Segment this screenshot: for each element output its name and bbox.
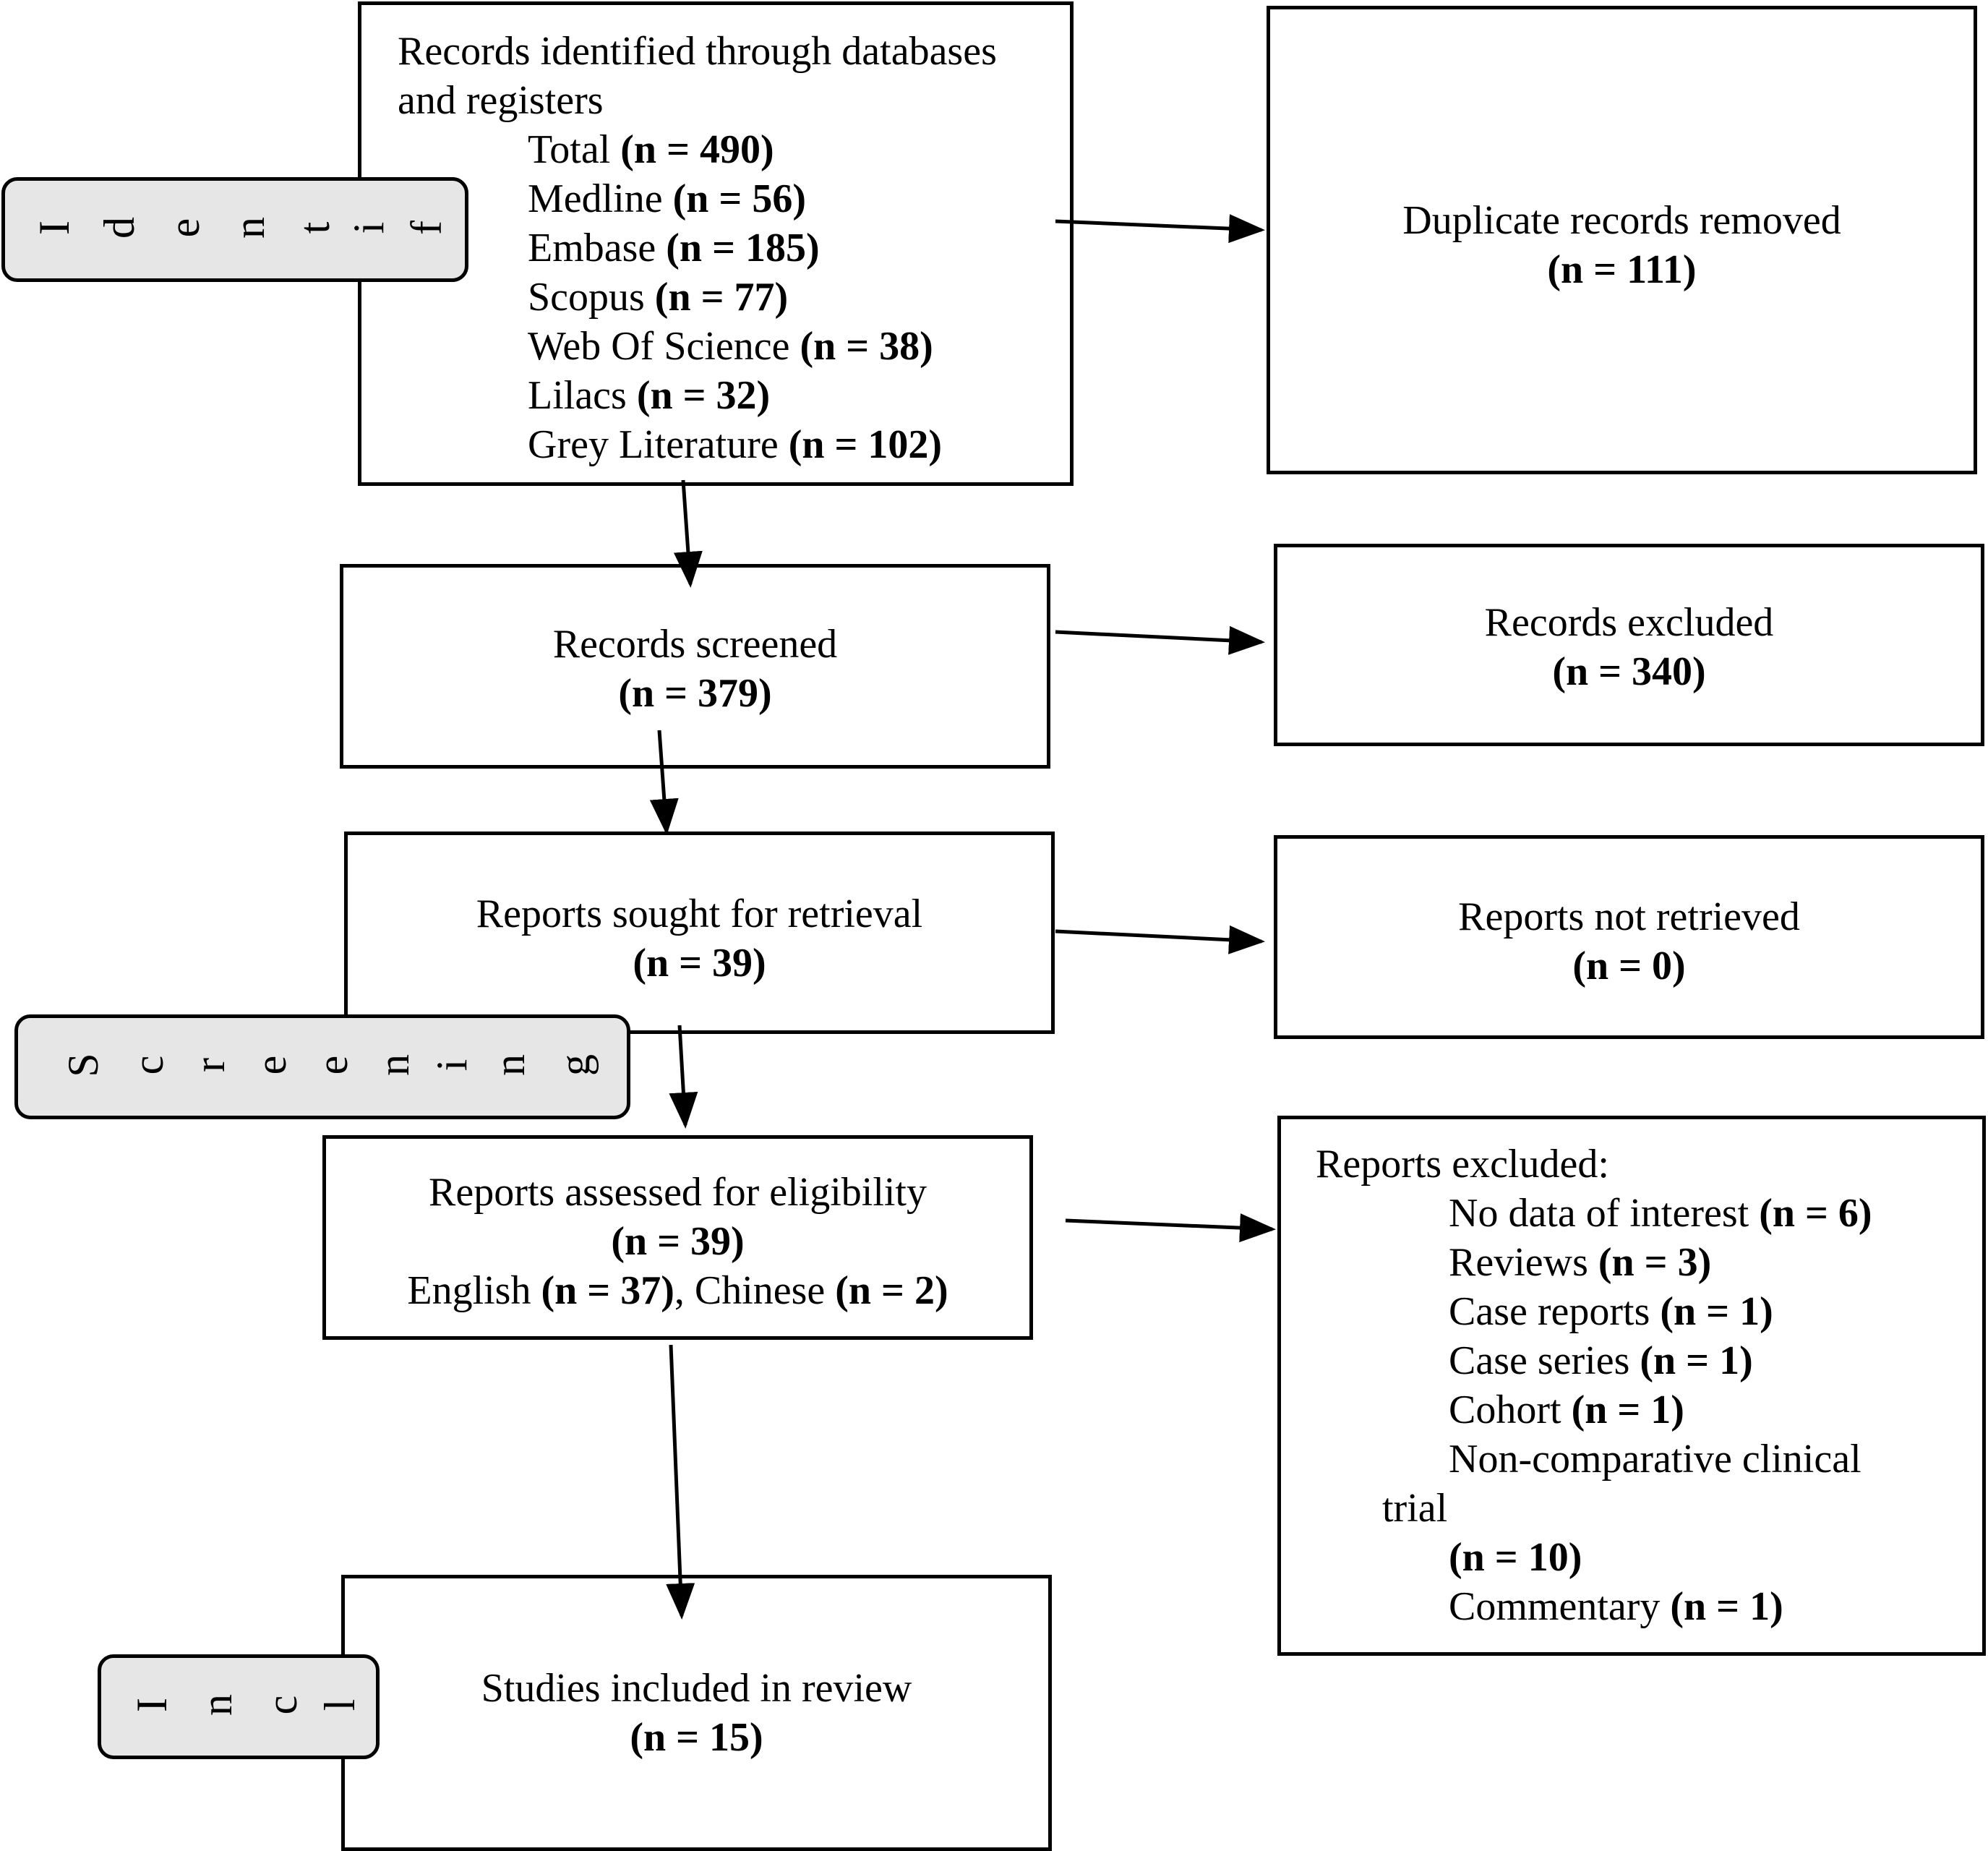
- duplicates-removed-count: (n = 111): [1547, 247, 1697, 292]
- source-medline: Medline (n = 56): [528, 176, 806, 221]
- phase-letter: i: [428, 1059, 476, 1072]
- phase-letter: t: [291, 221, 338, 234]
- exclusion-reason-list: No data of interest (n = 6) Reviews (n =…: [1449, 1189, 1872, 1484]
- phase-letter: n: [486, 1054, 534, 1076]
- arrow-sought-to-assessed: [669, 1025, 698, 1129]
- reports-assessed-count: (n = 39): [611, 1219, 745, 1264]
- phase-letter: i: [345, 221, 393, 234]
- phase-letter: e: [309, 1055, 356, 1075]
- records-identified-heading-line1: Records identified through databases: [398, 29, 997, 74]
- records-excluded-label: Records excluded: [1484, 600, 1774, 645]
- phase-letter: n: [226, 217, 273, 239]
- reason-reviews: Reviews (n = 3): [1449, 1240, 1712, 1285]
- reports-not-retrieved-label: Reports not retrieved: [1458, 894, 1800, 939]
- source-lilacs: Lilacs (n = 32): [528, 373, 771, 418]
- phase-letter: n: [370, 1054, 418, 1076]
- reports-excluded-box: Reports excluded: No data of interest (n…: [1277, 1116, 1986, 1656]
- reason-trial-line2: trial: [1382, 1486, 1448, 1531]
- source-grey-literature: Grey Literature (n = 102): [528, 422, 943, 467]
- source-embase: Embase (n = 185): [528, 226, 820, 270]
- phase-label-screening: [14, 1014, 630, 1119]
- phase-letter: n: [193, 1694, 241, 1716]
- arrow-identified-to-duplicates: [1055, 214, 1265, 244]
- studies-included-count: (n = 15): [630, 1715, 763, 1760]
- duplicates-removed-label: Duplicate records removed: [1402, 198, 1841, 243]
- records-identified-heading-line2: and registers: [398, 78, 604, 123]
- reports-not-retrieved-count: (n = 0): [1572, 944, 1686, 988]
- records-excluded-count: (n = 340): [1552, 649, 1706, 694]
- reason-trial-line1: Non-comparative clinical: [1449, 1437, 1861, 1482]
- records-identified-box: Records identified through databases and…: [358, 1, 1074, 486]
- phase-letter: c: [258, 1695, 306, 1715]
- phase-letter: e: [160, 218, 208, 238]
- reports-assessed-box: Reports assessed for eligibility (n = 39…: [322, 1135, 1033, 1340]
- phase-letter: I: [128, 1698, 176, 1712]
- records-screened-label: Records screened: [552, 622, 838, 667]
- reports-excluded-heading: Reports excluded:: [1316, 1142, 1609, 1187]
- arrow-sought-to-not-retrieved: [1055, 925, 1265, 954]
- phase-letter: l: [316, 1698, 364, 1711]
- reports-sought-count: (n = 39): [633, 941, 766, 986]
- reports-sought-box: Reports sought for retrieval (n = 39): [344, 832, 1055, 1034]
- phase-letter: S: [59, 1053, 107, 1077]
- reason-commentary: Commentary (n = 1): [1449, 1584, 1783, 1629]
- records-excluded-box: Records excluded (n = 340): [1274, 544, 1984, 746]
- phase-letter: I: [30, 221, 78, 235]
- phase-label-included: [98, 1654, 380, 1759]
- reports-assessed-label: Reports assessed for eligibility: [428, 1170, 927, 1215]
- phase-letter: c: [124, 1055, 172, 1075]
- reason-no-data: No data of interest (n = 6): [1449, 1191, 1872, 1236]
- phase-letter: g: [551, 1054, 599, 1076]
- source-list: Total (n = 490) Medline (n = 56) Embase …: [528, 125, 942, 469]
- duplicates-removed-box: Duplicate records removed (n = 111): [1267, 6, 1977, 474]
- arrow-screened-to-excluded: [1055, 625, 1265, 655]
- phase-letter: d: [95, 217, 143, 239]
- phase-letter: e: [247, 1055, 295, 1075]
- reports-assessed-languages: English (n = 37), Chinese (n = 2): [407, 1268, 948, 1313]
- studies-included-box: Studies included in review (n = 15): [341, 1575, 1052, 1851]
- source-web-of-science: Web Of Science (n = 38): [528, 324, 933, 369]
- source-total: Total (n = 490): [528, 127, 774, 172]
- reports-sought-label: Reports sought for retrieval: [476, 892, 923, 936]
- records-screened-box: Records screened (n = 379): [340, 564, 1050, 769]
- phase-label-identification: [1, 177, 468, 282]
- phase-letter: r: [186, 1058, 233, 1072]
- source-scopus: Scopus (n = 77): [528, 275, 789, 320]
- reason-case-reports: Case reports (n = 1): [1449, 1289, 1773, 1334]
- arrow-assessed-to-reports-excluded: [1065, 1213, 1276, 1243]
- arrow-identified-to-screened: [673, 479, 703, 588]
- records-screened-count: (n = 379): [618, 671, 772, 716]
- arrow-screened-to-sought: [649, 730, 679, 835]
- reports-not-retrieved-box: Reports not retrieved (n = 0): [1274, 835, 1984, 1039]
- studies-included-label: Studies included in review: [481, 1666, 912, 1711]
- reason-case-series: Case series (n = 1): [1449, 1338, 1753, 1383]
- arrow-assessed-to-included: [666, 1344, 695, 1620]
- reason-trial-count: (n = 10): [1449, 1535, 1582, 1580]
- reason-cohort: Cohort (n = 1): [1449, 1388, 1684, 1432]
- phase-letter: f: [403, 221, 450, 235]
